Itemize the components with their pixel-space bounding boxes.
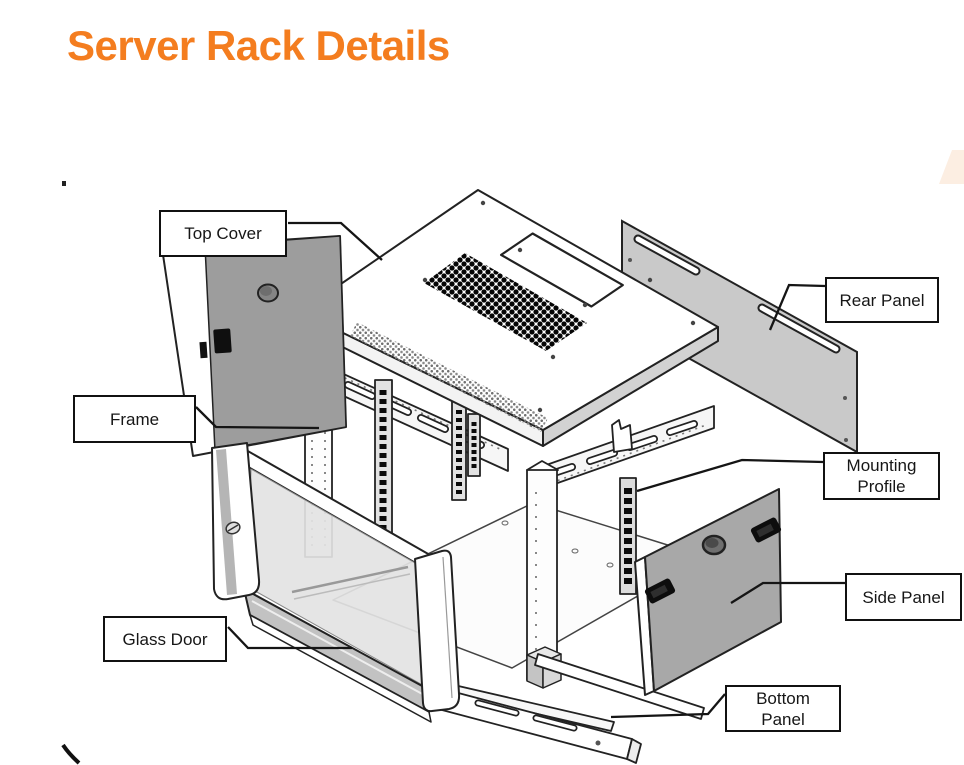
label-bottom-panel: Bottom Panel: [725, 685, 841, 732]
panel-latch: [199, 341, 208, 359]
label-frame: Frame: [73, 395, 196, 443]
frame-post-front-right: [526, 460, 559, 681]
bracket: [611, 419, 633, 453]
leader-frame: [195, 406, 320, 430]
mounting-profile-rail: [374, 379, 393, 539]
leader-mounting-profile: [636, 458, 824, 493]
cable-cutout: [500, 232, 624, 308]
mounting-profile-rail: [619, 477, 637, 595]
panel-handle: [750, 517, 782, 543]
label-glass-door: Glass Door: [103, 616, 227, 662]
door-right-stile: [414, 549, 461, 713]
glass-door-illustration: [211, 442, 461, 723]
label-top-cover: Top Cover: [159, 210, 287, 257]
side-panel-illustration: [634, 488, 782, 696]
mounting-profile-rail: [451, 399, 467, 501]
leader-rear-panel: [768, 283, 826, 331]
leader-glass-door: [227, 626, 352, 650]
mounting-profile-rail: [467, 413, 481, 477]
left-side-panel-illustration: [161, 235, 347, 457]
page-title: Server Rack Details: [67, 22, 450, 69]
stray-mark: [61, 743, 81, 765]
stray-mark: [62, 181, 66, 186]
label-mounting-profile: Mounting Profile: [823, 452, 940, 500]
panel-latch: [213, 328, 232, 354]
panel-handle: [644, 578, 676, 604]
label-side-panel: Side Panel: [845, 573, 962, 621]
leader-top-cover: [288, 221, 383, 261]
rear-panel-illustration: [621, 219, 858, 454]
leader-lines: [195, 221, 845, 719]
top-cover-illustration: [299, 189, 719, 447]
label-rear-panel: Rear Panel: [825, 277, 939, 323]
leader-side-panel: [730, 581, 845, 604]
leader-bottom-panel: [610, 693, 726, 719]
bottom-panel-illustration: [441, 684, 642, 764]
